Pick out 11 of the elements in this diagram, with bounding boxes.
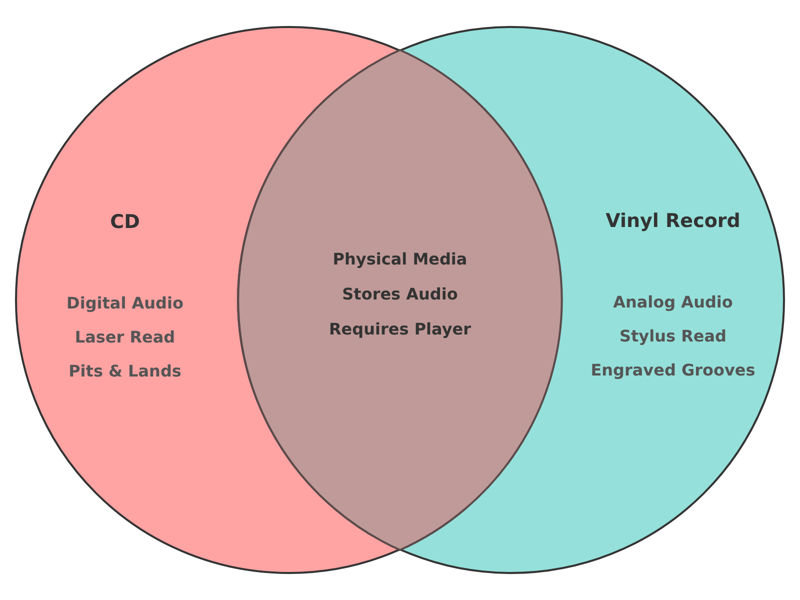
set-item: Physical Media: [332, 250, 468, 268]
set-item: Analog Audio: [613, 292, 733, 312]
set-item: Pits & Lands: [68, 362, 182, 380]
set-title: Vinyl Record: [606, 210, 740, 232]
set-item: Laser Read: [74, 328, 176, 346]
set-item: Engraved Grooves: [590, 360, 756, 380]
set-title: CD: [110, 211, 140, 233]
set-item: Requires Player: [328, 320, 472, 338]
set-item: Stores Audio: [342, 284, 458, 304]
set-item: Digital Audio: [66, 294, 184, 312]
set-item: Stylus Read: [620, 326, 726, 346]
